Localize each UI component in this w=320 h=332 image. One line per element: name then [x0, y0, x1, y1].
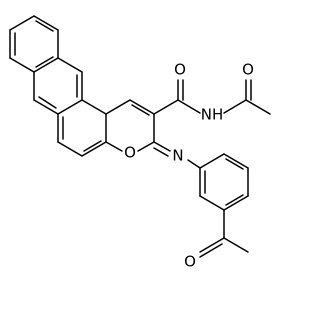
atom-nh-amide: NH	[201, 106, 224, 124]
atom-n-imine: N	[172, 147, 183, 165]
atom-o-ring: O	[124, 144, 136, 162]
atom-labels: O NH O O N O	[124, 61, 254, 271]
atom-o-amide: O	[174, 61, 186, 79]
atom-o-acetyl-bottom: O	[184, 253, 196, 271]
bond-lines	[9, 15, 271, 258]
atom-o-acetyl-top: O	[242, 61, 254, 79]
